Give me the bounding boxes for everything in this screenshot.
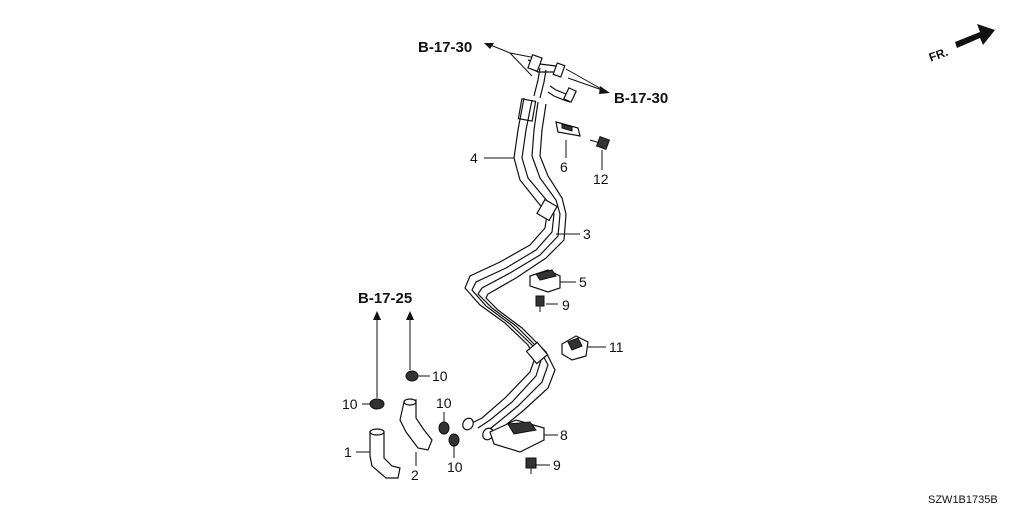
callouts: 4 3 5 6 12 9 11 8 9 10 10 10 10 1 2 <box>342 150 624 483</box>
part-6-bracket[interactable] <box>555 121 581 137</box>
pipe-assembly[interactable] <box>461 53 577 442</box>
left-reference-arrows <box>373 311 414 398</box>
callout-10-b[interactable]: 10 <box>432 368 448 384</box>
part-12-bolt[interactable] <box>589 135 611 151</box>
pipe-band-lower <box>525 341 549 365</box>
part-5-clamp[interactable] <box>529 269 561 293</box>
pipe-end-bottom-left <box>462 417 474 431</box>
part-11-clamp[interactable] <box>561 335 589 361</box>
part-2-hose[interactable] <box>399 398 433 451</box>
front-direction-indicator: FR. <box>927 24 995 65</box>
part-10-clip-c[interactable] <box>438 421 450 435</box>
front-arrow-icon <box>955 24 995 48</box>
callout-9-upper[interactable]: 9 <box>562 297 570 313</box>
front-label: FR. <box>927 45 950 65</box>
callout-3[interactable]: 3 <box>583 226 591 242</box>
reference-left[interactable]: B-17-25 <box>358 290 412 307</box>
top-reference-arrows <box>484 43 610 94</box>
diagram-code: SZW1B1735B <box>928 494 998 506</box>
callout-11[interactable]: 11 <box>609 339 624 355</box>
reference-top-left[interactable]: B-17-30 <box>418 39 472 56</box>
pipe-band-middle <box>536 198 558 222</box>
part-10-clip-d[interactable] <box>448 433 460 447</box>
pipe-end-cap-right <box>563 87 577 103</box>
callout-1[interactable]: 1 <box>344 444 352 460</box>
part-10-clip-a[interactable] <box>369 398 385 410</box>
pipe-band-upper <box>517 98 537 122</box>
pipe-end-cap-top-right <box>552 62 566 78</box>
callout-12[interactable]: 12 <box>593 171 609 187</box>
reference-top-right[interactable]: B-17-30 <box>614 90 668 107</box>
callout-10-a[interactable]: 10 <box>342 396 358 412</box>
callout-9-lower[interactable]: 9 <box>553 457 561 473</box>
callout-10-c[interactable]: 10 <box>436 395 452 411</box>
part-8-bracket[interactable] <box>489 419 545 453</box>
callout-8[interactable]: 8 <box>560 427 568 443</box>
part-10-clip-b[interactable] <box>405 370 419 382</box>
callout-10-d[interactable]: 10 <box>447 459 463 475</box>
callout-6[interactable]: 6 <box>560 159 568 175</box>
leader-lines <box>356 140 606 466</box>
part-9-bolt-lower[interactable] <box>525 457 537 474</box>
part-1-hose[interactable] <box>369 428 401 479</box>
callout-5[interactable]: 5 <box>579 274 587 290</box>
part-9-bolt-upper[interactable] <box>535 295 545 312</box>
callout-4[interactable]: 4 <box>470 150 478 166</box>
pipe-end-cap-top-left <box>527 53 543 73</box>
callout-2[interactable]: 2 <box>411 467 419 483</box>
